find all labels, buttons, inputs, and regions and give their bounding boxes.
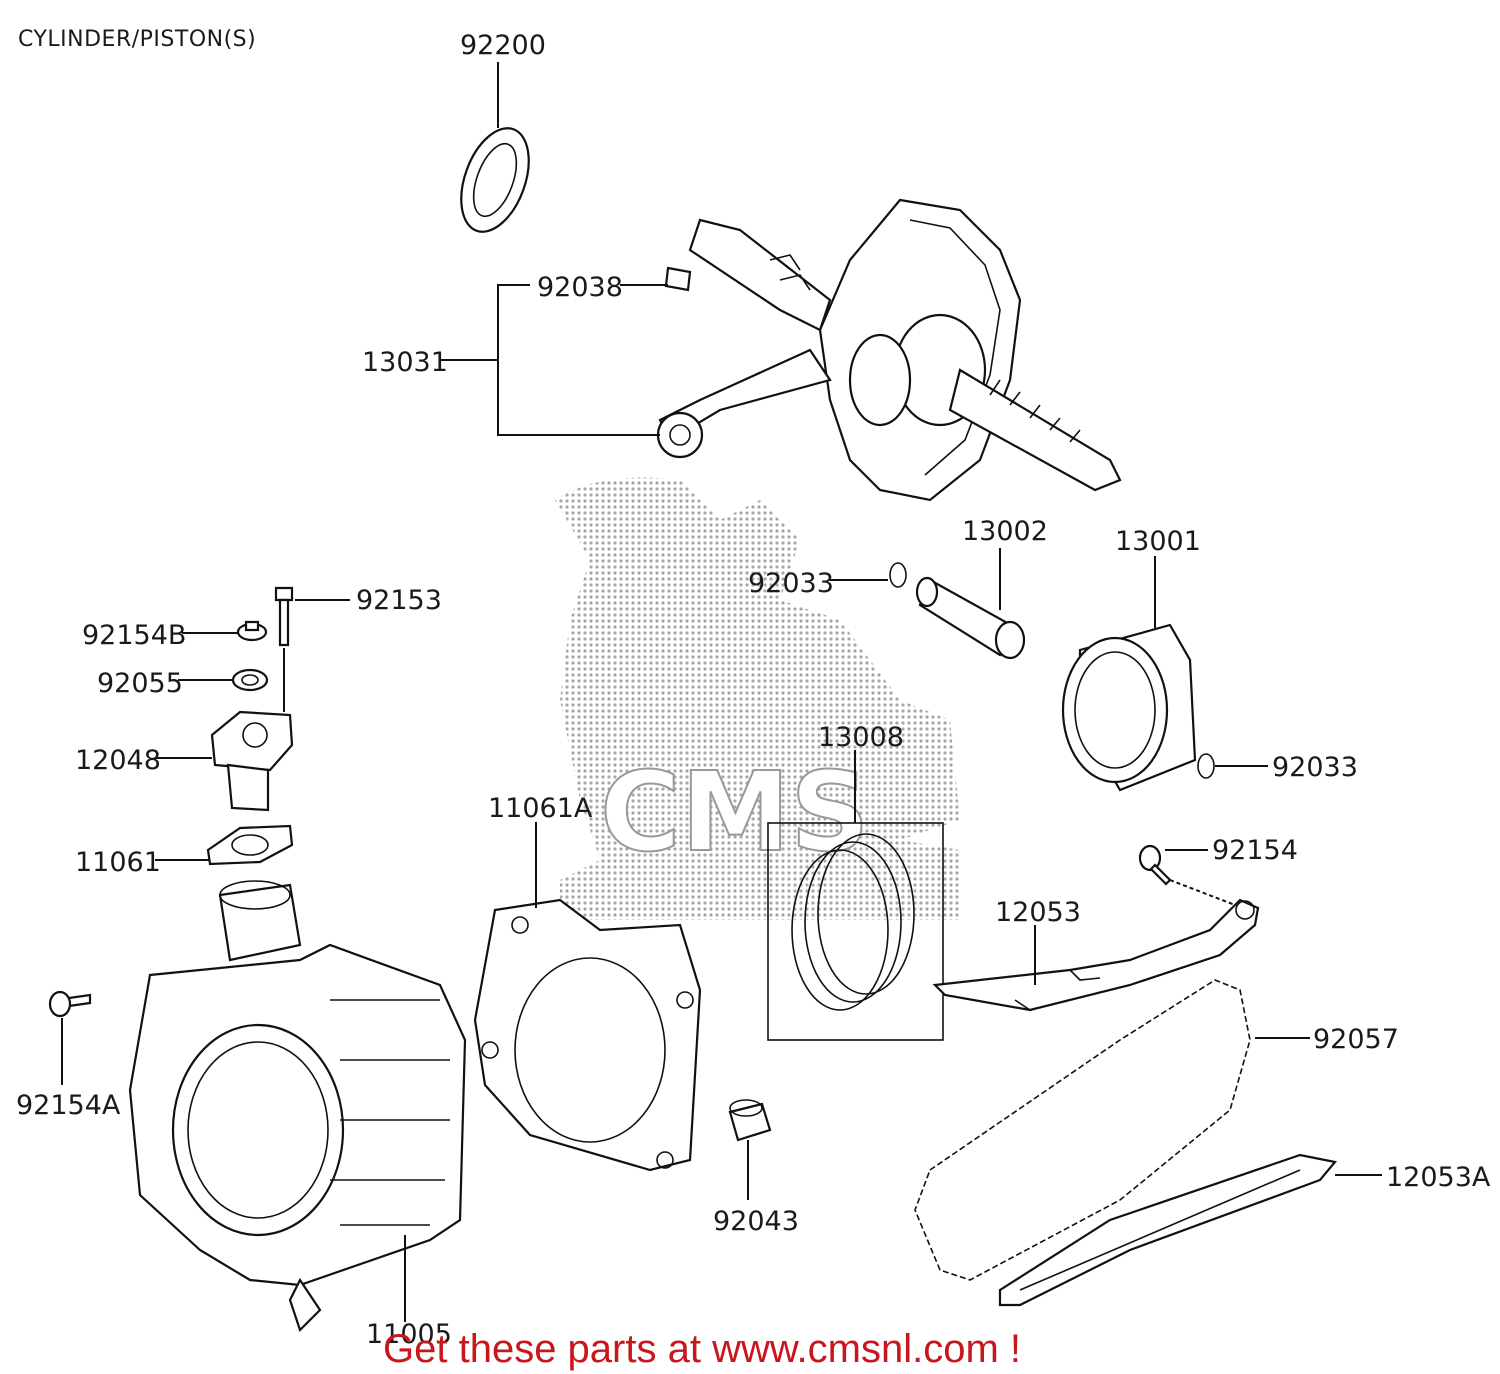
label-92154A: 92154A bbox=[16, 1090, 121, 1121]
seal-92200 bbox=[460, 127, 530, 233]
circlip-92033-upper bbox=[889, 562, 907, 588]
label-13008: 13008 bbox=[818, 722, 904, 753]
cylinder-11005 bbox=[128, 880, 467, 1333]
bolt-92153 bbox=[274, 586, 294, 647]
label-11005: 11005 bbox=[366, 1319, 452, 1350]
label-12053: 12053 bbox=[995, 897, 1081, 928]
label-92033-upper: 92033 bbox=[748, 568, 834, 599]
svg-text:CMS: CMS bbox=[600, 748, 869, 876]
crankshaft-13031 bbox=[656, 198, 1122, 502]
key-92038 bbox=[664, 266, 692, 292]
label-11061: 11061 bbox=[75, 847, 161, 878]
bolt-92154B bbox=[236, 620, 268, 642]
label-13002: 13002 bbox=[962, 516, 1048, 547]
label-13031: 13031 bbox=[362, 347, 448, 378]
label-92153: 92153 bbox=[356, 585, 442, 616]
label-92033-lower: 92033 bbox=[1272, 752, 1358, 783]
label-92200: 92200 bbox=[460, 30, 546, 61]
cms-watermark-logo: CMS bbox=[555, 477, 960, 920]
gasket-11061A bbox=[473, 898, 702, 1172]
dowel-pin-92043 bbox=[728, 1099, 772, 1142]
label-12048: 12048 bbox=[75, 745, 161, 776]
label-92038: 92038 bbox=[537, 272, 623, 303]
piston-pin-13002 bbox=[915, 576, 1026, 660]
diagram-title: CYLINDER/PISTON(S) bbox=[18, 27, 256, 52]
chain-guide-12053A bbox=[998, 1153, 1338, 1307]
label-92055: 92055 bbox=[97, 668, 183, 699]
piston-13001 bbox=[1061, 623, 1197, 792]
label-92154: 92154 bbox=[1212, 835, 1298, 866]
label-13001: 13001 bbox=[1115, 526, 1201, 557]
label-11061A: 11061A bbox=[488, 793, 593, 824]
circlip-92033-lower bbox=[1197, 753, 1215, 779]
bolt-92154A bbox=[48, 990, 92, 1018]
bolt-92154 bbox=[1138, 844, 1172, 886]
label-92154B: 92154B bbox=[82, 620, 186, 651]
label-12053A: 12053A bbox=[1386, 1162, 1491, 1193]
cam-chain-92057 bbox=[914, 979, 1251, 1281]
footer-promo-text[interactable]: Get these parts at www.cmsnl.com ! bbox=[383, 1327, 1021, 1371]
gasket-11061 bbox=[206, 824, 294, 866]
washer-92055 bbox=[231, 668, 269, 692]
chain-guide-12053 bbox=[932, 898, 1260, 1012]
label-92057: 92057 bbox=[1313, 1024, 1399, 1055]
tensioner-12048 bbox=[210, 710, 294, 812]
label-92043: 92043 bbox=[713, 1206, 799, 1237]
